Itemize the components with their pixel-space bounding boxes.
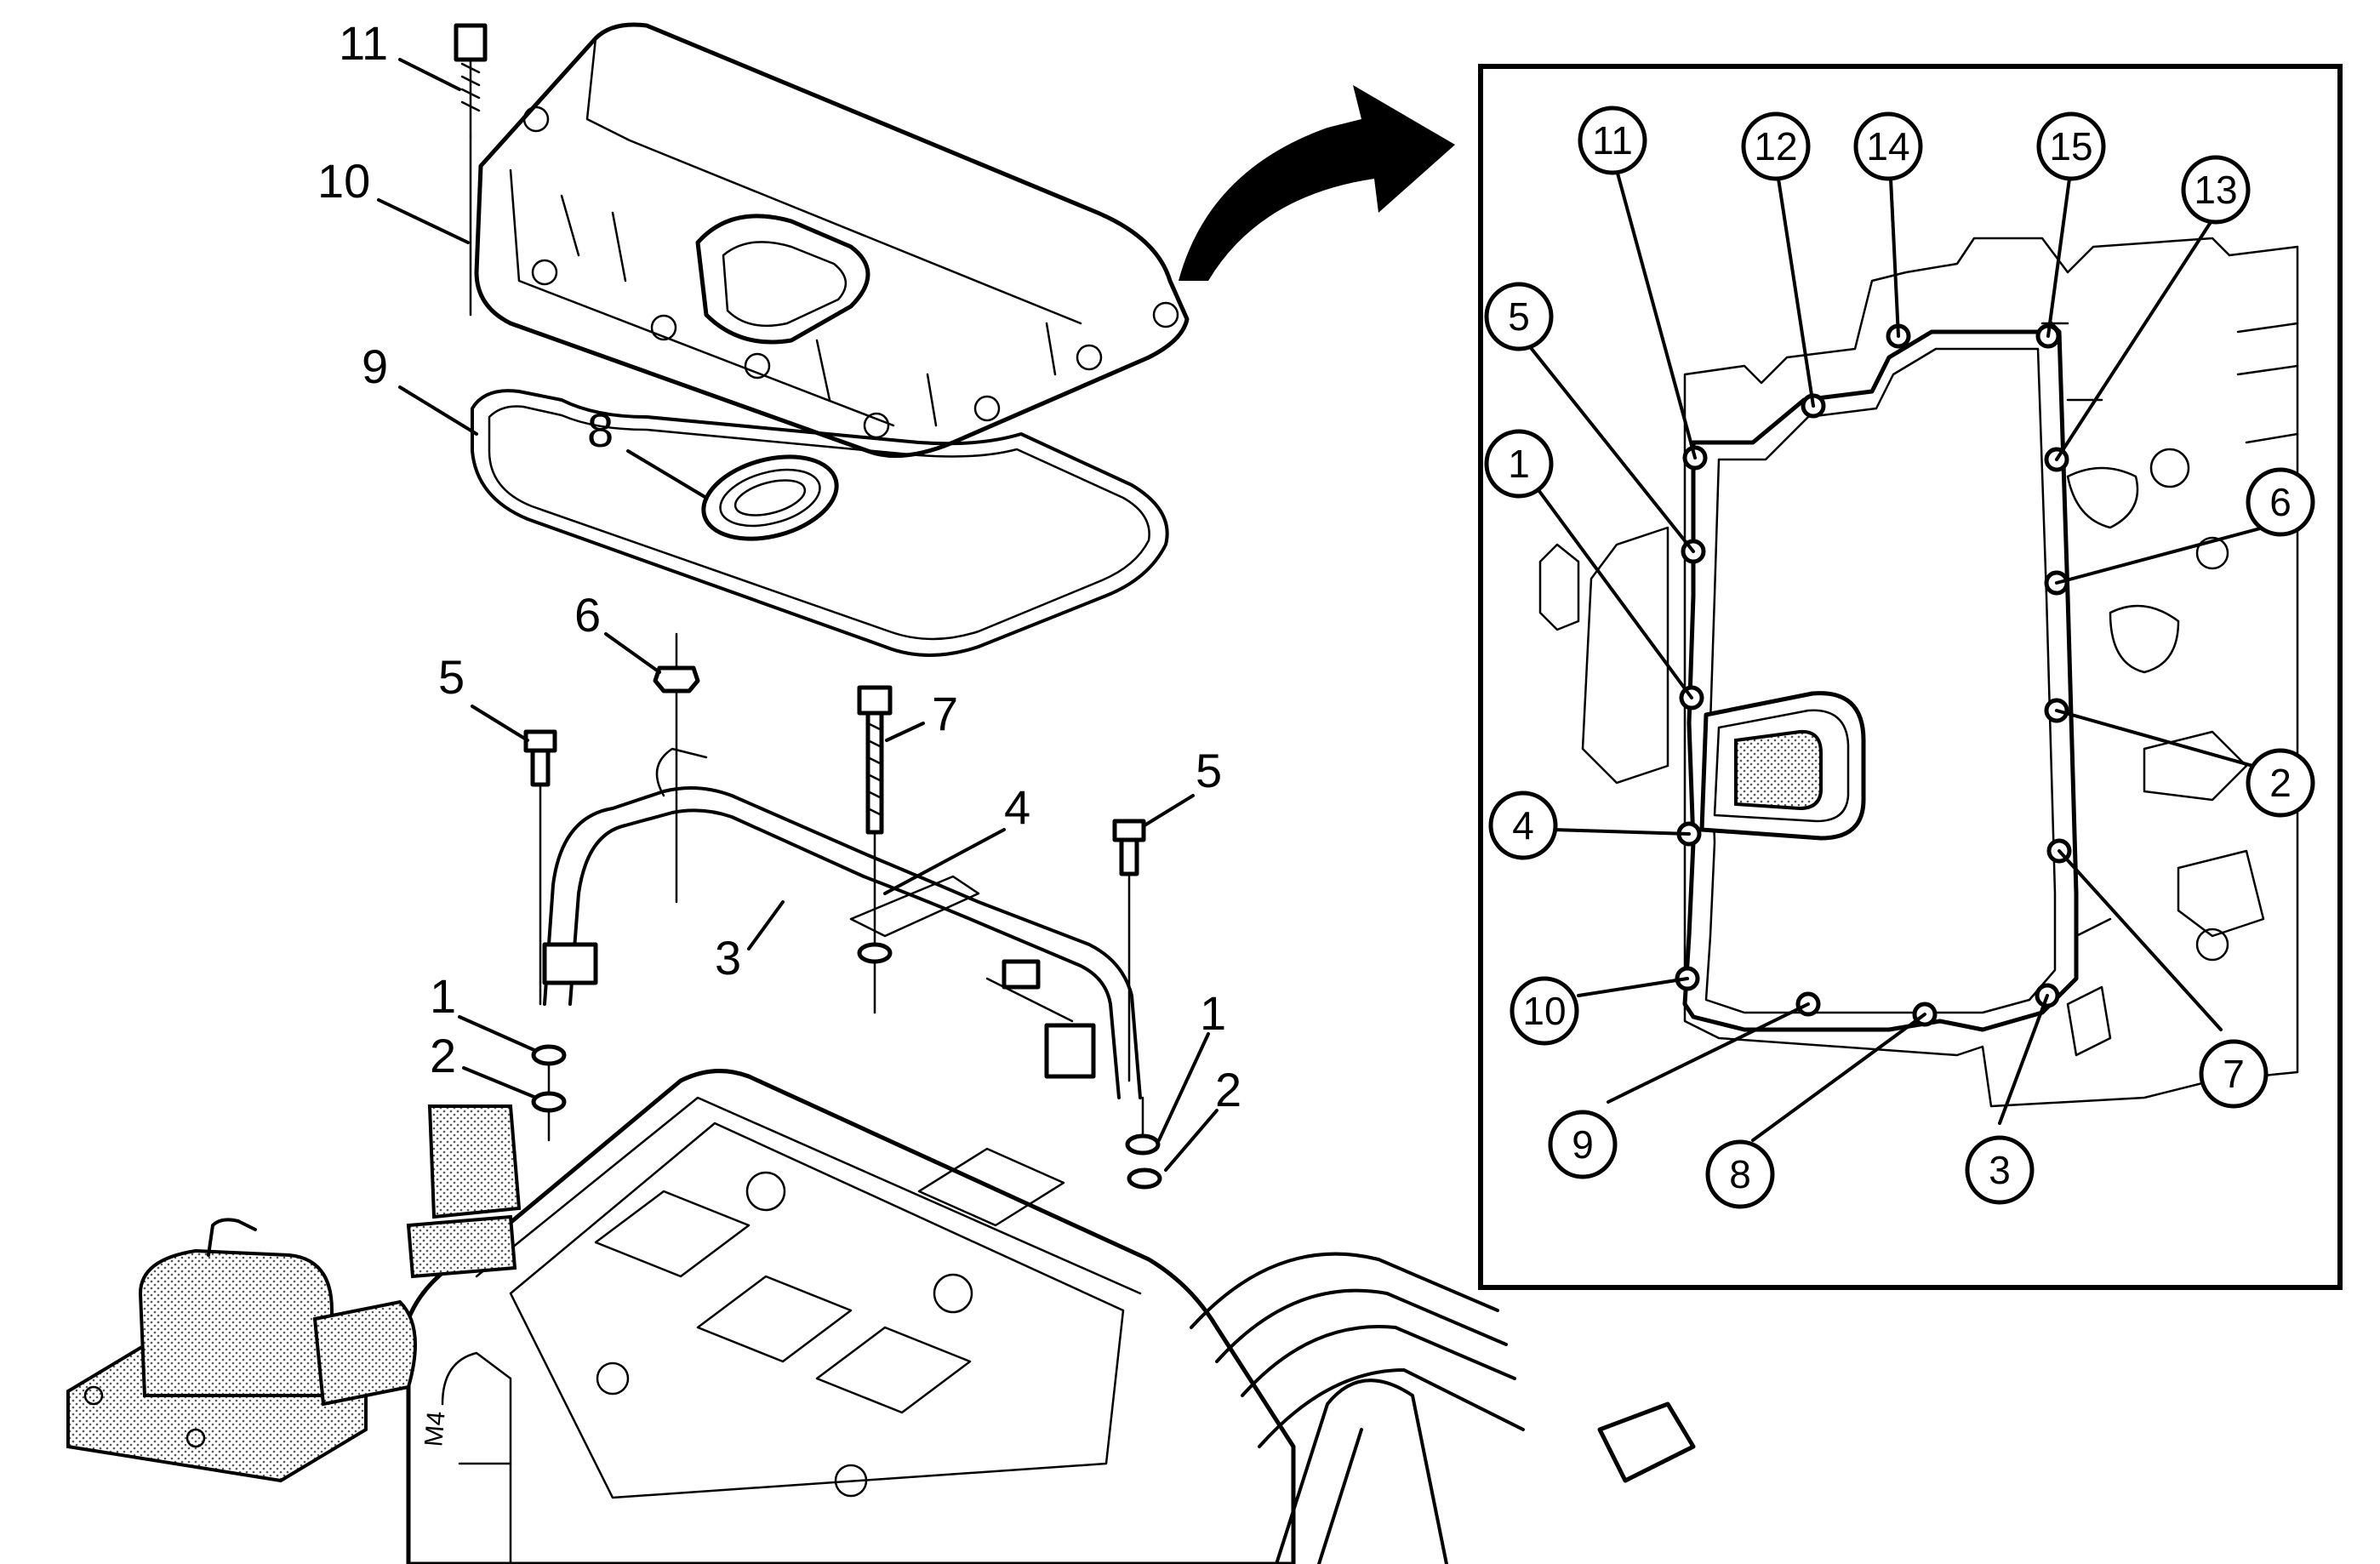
transmission-fixture (66, 1105, 522, 1483)
svg-text:8: 8 (1729, 1152, 1751, 1196)
long-bolt (857, 685, 893, 1014)
callout-3: 3 (715, 931, 741, 985)
svg-text:14: 14 (1866, 124, 1909, 168)
washers-right (1125, 1096, 1162, 1190)
callout-7: 7 (932, 687, 958, 740)
transmission-cover (474, 22, 1190, 459)
callout-8: 8 (587, 403, 614, 457)
tightening-sequence-labels: 11 12 14 15 13 5 1 6 2 4 10 7 (1484, 106, 2315, 1209)
cover-gasket (471, 389, 1169, 657)
callout-2-left: 2 (430, 1029, 456, 1082)
seq-10: 10 (1510, 976, 1579, 1046)
exploded-callout-labels: 11 10 9 8 6 7 5 4 5 3 1 2 1 2 (317, 16, 1241, 1116)
callout-6: 6 (574, 588, 601, 642)
svg-text:13: 13 (2194, 168, 2237, 212)
seq-5: 5 (1484, 282, 1554, 351)
svg-text:3: 3 (1989, 1148, 2011, 1192)
callout-1-left: 1 (430, 969, 456, 1023)
seq-7: 7 (2199, 1039, 2269, 1109)
seq-14: 14 (1853, 111, 1923, 181)
callout-2-right: 2 (1215, 1063, 1241, 1116)
detail-box: 11 12 14 15 13 5 1 6 2 4 10 7 (1478, 64, 2343, 1290)
wiring-harness (542, 747, 1142, 1099)
cover-bolt (454, 23, 488, 317)
seq-4: 4 (1488, 791, 1558, 860)
seq-13: 13 (2181, 155, 2251, 225)
seq-1: 1 (1484, 429, 1554, 499)
svg-text:11: 11 (1592, 118, 1633, 163)
callout-10: 10 (317, 154, 370, 208)
callout-9: 9 (362, 340, 388, 393)
callout-4: 4 (1004, 780, 1030, 834)
svg-text:6: 6 (2269, 480, 2292, 524)
transmission-case: M4 (406, 1069, 1696, 1564)
svg-text:4: 4 (1512, 803, 1534, 848)
seq-12: 12 (1741, 111, 1811, 181)
harness-nut (653, 632, 700, 904)
detail-arrow (1179, 85, 1455, 281)
svg-text:5: 5 (1508, 294, 1530, 339)
seq-15: 15 (2036, 111, 2106, 181)
callout-11: 11 (339, 16, 388, 70)
sequence-leaders (1530, 168, 2269, 1142)
seq-8: 8 (1705, 1139, 1775, 1209)
harness-bolt-right (1112, 819, 1146, 1082)
callout-1-right: 1 (1200, 986, 1226, 1040)
svg-text:9: 9 (1572, 1122, 1594, 1167)
filter-seal (701, 454, 839, 541)
seq-3: 3 (1965, 1135, 2035, 1205)
seq-11: 11 (1578, 106, 1647, 175)
svg-text:10: 10 (1522, 989, 1566, 1033)
callout-5-right: 5 (1196, 744, 1222, 797)
washers-left (531, 1044, 567, 1142)
callout-5-left: 5 (438, 650, 465, 704)
callout-leaders (377, 58, 1219, 1172)
svg-text:15: 15 (2049, 124, 2092, 168)
seq-2: 2 (2246, 748, 2315, 818)
seq-9: 9 (1548, 1110, 1618, 1179)
svg-text:2: 2 (2269, 761, 2292, 805)
svg-text:12: 12 (1754, 124, 1797, 168)
case-stamp: M4 (419, 1410, 451, 1447)
seq-6: 6 (2246, 467, 2315, 537)
svg-text:1: 1 (1508, 442, 1530, 486)
svg-text:7: 7 (2223, 1052, 2245, 1096)
